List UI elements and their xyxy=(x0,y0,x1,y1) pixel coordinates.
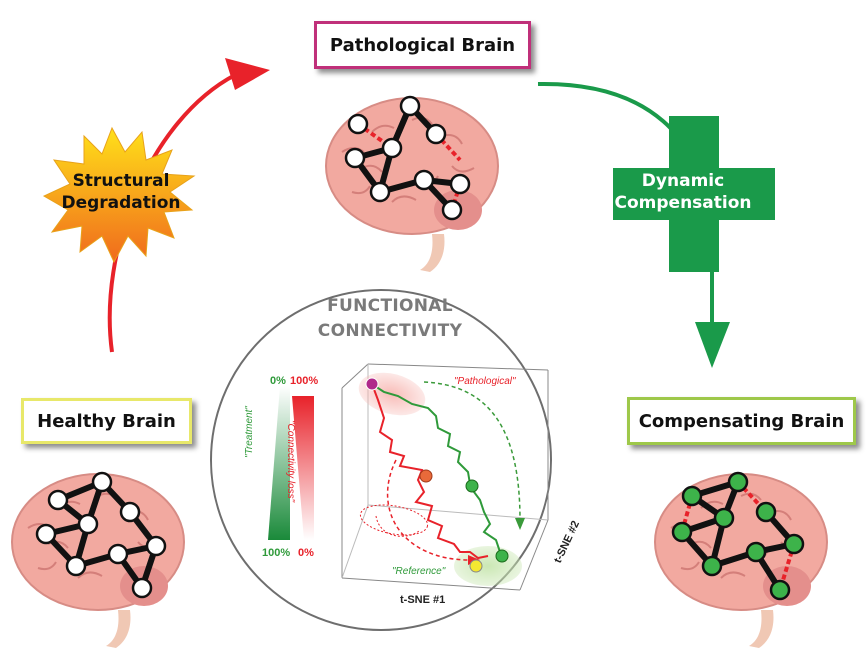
pathological-network xyxy=(344,95,471,221)
compensating-network xyxy=(671,471,805,601)
connectivity-loss-text: "Connectivity loss" xyxy=(285,420,296,503)
healthy-brain-text: Healthy Brain xyxy=(37,410,176,432)
pathological-brain-text: Pathological Brain xyxy=(329,34,516,56)
red-midpoint xyxy=(419,469,433,483)
starburst-icon xyxy=(42,126,196,264)
reference-text: "Reference" xyxy=(392,566,446,577)
dynamic-line-1: Dynamic xyxy=(641,171,725,191)
compensating-brain xyxy=(654,473,828,648)
pathological-text: "Pathological" xyxy=(454,376,516,387)
connectivity-loss-gradient xyxy=(292,396,314,540)
plus-horizontal-bar xyxy=(613,168,775,220)
reference-green-point xyxy=(495,549,509,563)
compensating-brain-text: Compensating Brain xyxy=(638,410,845,432)
fc-line-1: FUNCTIONAL xyxy=(327,296,453,316)
green-trajectory xyxy=(371,383,503,559)
loss-top-pct: 100% xyxy=(290,375,319,387)
treatment-top-pct: 0% xyxy=(270,375,286,387)
functional-connectivity-title: FUNCTIONAL CONNECTIVITY xyxy=(300,294,480,344)
structural-line-2: Degradation xyxy=(61,193,181,213)
x-axis-label: t-SNE #1 xyxy=(400,594,446,606)
red-trajectory xyxy=(371,383,489,560)
structural-degradation-label: Structural Degradation xyxy=(46,170,196,214)
structural-line-1: Structural xyxy=(72,171,170,191)
dotted-region xyxy=(359,504,429,536)
red-arrowhead xyxy=(225,58,270,90)
pathological-brain-label: Pathological Brain xyxy=(314,21,531,69)
green-arrowhead xyxy=(695,322,730,368)
dynamic-compensation-label: Dynamic Compensation xyxy=(608,170,758,214)
compensating-brain-label: Compensating Brain xyxy=(627,397,856,445)
loss-bottom-pct: 0% xyxy=(298,547,314,559)
green-midpoint xyxy=(465,479,479,493)
fc-line-2: CONNECTIVITY xyxy=(317,321,463,341)
functional-connectivity-circle xyxy=(210,289,552,631)
reference-yellow-point xyxy=(469,559,483,573)
treatment-bottom-pct: 100% xyxy=(262,547,291,559)
dynamic-line-2: Compensation xyxy=(614,193,752,213)
healthy-brain-label: Healthy Brain xyxy=(21,398,192,444)
treatment-text: "Treatment" xyxy=(244,406,255,458)
start-point xyxy=(365,377,379,391)
treatment-gradient xyxy=(268,386,290,540)
healthy-network xyxy=(35,471,167,599)
tsne-plot xyxy=(268,363,549,591)
